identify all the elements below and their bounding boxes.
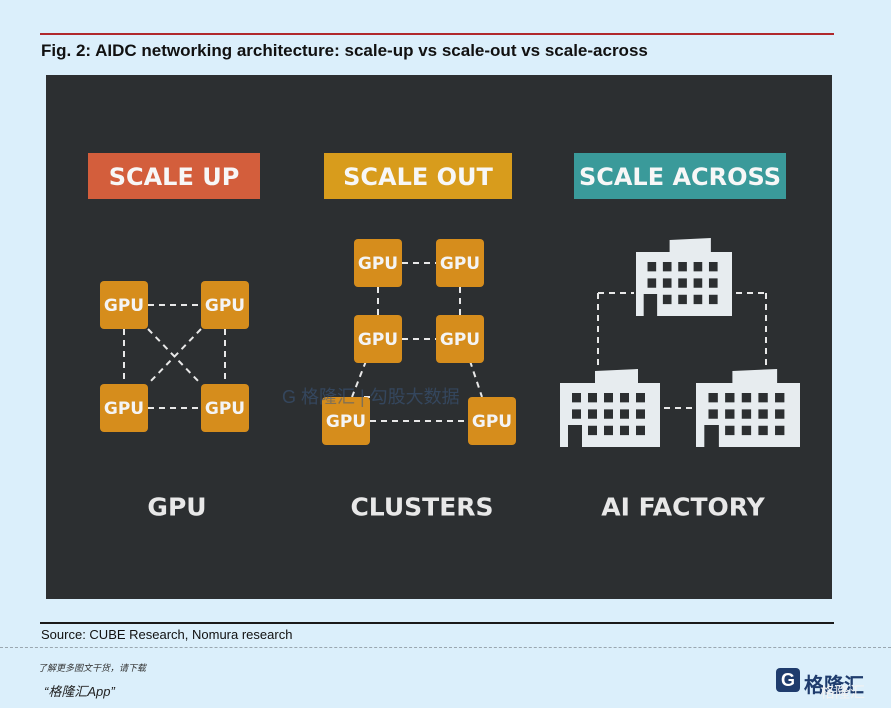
building-left-window bbox=[620, 393, 629, 403]
title-rule bbox=[40, 33, 834, 35]
building-right-window bbox=[775, 425, 785, 436]
building-left-window bbox=[620, 425, 629, 436]
gpu-chip-label: GPU bbox=[104, 296, 144, 316]
logo-watermark: 格隆汇 bbox=[820, 684, 866, 701]
building-top-window bbox=[678, 278, 687, 288]
building-top-window bbox=[693, 262, 703, 272]
building-right-window bbox=[708, 409, 718, 419]
building-top-door bbox=[643, 294, 658, 316]
building-right-window bbox=[725, 409, 735, 419]
building-left-window bbox=[588, 425, 597, 436]
building-right-window bbox=[708, 393, 718, 403]
header-box-0 bbox=[88, 153, 260, 199]
building-top-roof bbox=[669, 238, 711, 252]
building-top-window bbox=[678, 262, 687, 272]
building-right-window bbox=[741, 409, 752, 419]
gpu-chip-label: GPU bbox=[440, 254, 480, 274]
building-top-window bbox=[662, 294, 672, 305]
figure-title: Fig. 2: AIDC networking architecture: sc… bbox=[41, 41, 648, 60]
building-left-window bbox=[604, 393, 613, 403]
building-left-window bbox=[572, 409, 581, 419]
gpu-chip-label: GPU bbox=[104, 399, 144, 419]
building-top-window bbox=[693, 294, 703, 305]
header-label-0: SCALE UP bbox=[109, 163, 240, 191]
gpu-chip-label: GPU bbox=[472, 412, 512, 432]
building-left-window bbox=[604, 409, 613, 419]
diagram-panel: SCALE UP SCALE OUT SCALE ACROSS GPU CLUSTERS… bbox=[46, 75, 832, 599]
building-left-window bbox=[604, 425, 613, 436]
gpu-chip-1 bbox=[201, 281, 249, 329]
source-rule bbox=[40, 622, 834, 624]
header-box-1 bbox=[324, 153, 512, 199]
header-label-1: SCALE OUT bbox=[343, 163, 493, 191]
building-right-roof bbox=[732, 369, 778, 383]
gpu-chip-label: GPU bbox=[358, 254, 398, 274]
gpu-chip-15 bbox=[468, 397, 516, 445]
building-right-window bbox=[725, 393, 735, 403]
gpu-chip-label: GPU bbox=[205, 399, 245, 419]
building-right-window bbox=[775, 393, 785, 403]
building-top-window bbox=[647, 278, 657, 288]
building-left-window bbox=[572, 393, 581, 403]
connector-line bbox=[469, 360, 483, 398]
gpu-chip-3 bbox=[201, 384, 249, 432]
building-left-window bbox=[620, 409, 629, 419]
building-top-window bbox=[678, 294, 687, 305]
caption-clusters: CLUSTERS bbox=[350, 493, 493, 522]
watermark-text: G 格隆汇 | 勾股大数据 bbox=[282, 387, 460, 407]
connector-line bbox=[147, 328, 202, 385]
building-right-window bbox=[775, 409, 785, 419]
building-top-window bbox=[693, 278, 703, 288]
building-top-window bbox=[708, 262, 718, 272]
gpu-chip-12 bbox=[354, 315, 402, 363]
gpu-chip-label: GPU bbox=[326, 412, 366, 432]
logo-text: 格隆汇 bbox=[804, 675, 864, 697]
gpu-chip-11 bbox=[436, 239, 484, 287]
caption-ai-factory: AI FACTORY bbox=[601, 493, 765, 522]
building-top-window bbox=[708, 278, 718, 288]
gpu-chip-14 bbox=[322, 397, 370, 445]
building-right-window bbox=[758, 425, 768, 436]
caption-gpu: GPU bbox=[147, 493, 206, 522]
building-right-window bbox=[725, 425, 735, 436]
building-right-window bbox=[741, 393, 752, 403]
gelonghui-logo[interactable]: G 格隆汇 格隆汇 bbox=[776, 667, 876, 701]
building-right-window bbox=[758, 393, 768, 403]
gpu-chip-2 bbox=[100, 384, 148, 432]
building-left-window bbox=[636, 409, 645, 419]
footer-app-name: “格隆汇App” bbox=[44, 684, 115, 699]
logo-mark-icon: G bbox=[776, 668, 800, 692]
figure-source: Source: CUBE Research, Nomura research bbox=[41, 627, 293, 642]
footer-promo: 了解更多图文干货，请下载 bbox=[38, 663, 147, 673]
building-top-window bbox=[662, 278, 672, 288]
architecture-diagram: SCALE UP SCALE OUT SCALE ACROSS GPU CLUSTERS… bbox=[88, 153, 800, 522]
header-box-2 bbox=[574, 153, 786, 199]
gpu-chip-10 bbox=[354, 239, 402, 287]
building-top-window bbox=[647, 262, 657, 272]
gpu-chip-label: GPU bbox=[358, 330, 398, 350]
gpu-chip-label: GPU bbox=[205, 296, 245, 316]
gpu-chip-13 bbox=[436, 315, 484, 363]
gpu-chip-label: GPU bbox=[440, 330, 480, 350]
building-left-window bbox=[636, 425, 645, 436]
footer-divider bbox=[0, 647, 891, 648]
building-left-window bbox=[588, 393, 597, 403]
building-top-window bbox=[662, 262, 672, 272]
building-right-door bbox=[704, 425, 719, 447]
gpu-chip-0 bbox=[100, 281, 148, 329]
building-right-window bbox=[758, 409, 768, 419]
building-top-window bbox=[708, 294, 718, 305]
building-right-window bbox=[741, 425, 752, 436]
building-left-roof bbox=[595, 369, 638, 383]
building-left-door bbox=[568, 425, 582, 447]
building-left-window bbox=[636, 393, 645, 403]
building-left-window bbox=[588, 409, 597, 419]
header-label-2: SCALE ACROSS bbox=[579, 163, 781, 191]
